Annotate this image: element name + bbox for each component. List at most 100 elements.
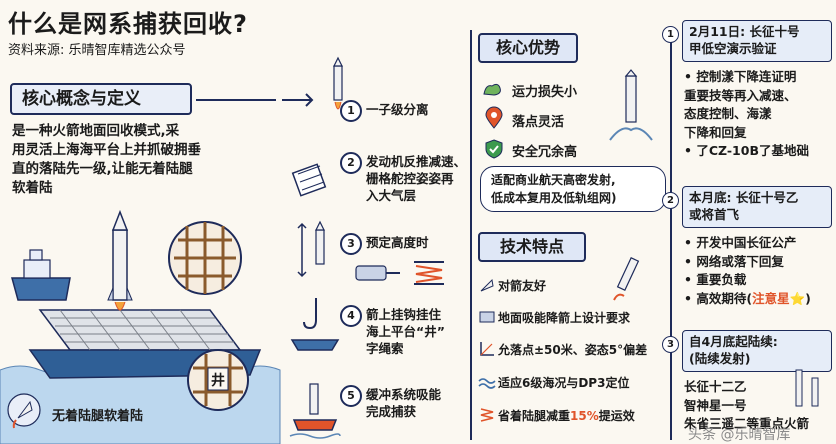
- small-rockets-icon: [795, 369, 819, 407]
- feature-text: 省着陆腿减重: [498, 409, 571, 423]
- ruler-icon: [480, 342, 494, 356]
- step-text: 发动机反推减速、 栅格舵控姿姿再 入大气层: [366, 153, 466, 204]
- item-text: 长征十二乙: [684, 379, 747, 394]
- item-text: 重要技等再入减速、: [684, 87, 797, 103]
- step-line: 入大气层: [366, 188, 417, 203]
- piston-spring-icon: [355, 261, 444, 285]
- timeline-item: 长征十二乙: [684, 378, 809, 397]
- timeline-box-line: 甲低空演示验证: [689, 41, 777, 56]
- muscle-icon: [483, 83, 501, 96]
- feature-item: 适应6级海况与DP3定位: [498, 374, 629, 391]
- timeline-item: • 重要负载: [684, 271, 811, 290]
- altitude-icon: [297, 220, 325, 278]
- timeline-number: 3: [662, 336, 679, 353]
- definition-line: 用灵活上海海平台上并抓破拥垂: [12, 142, 201, 158]
- definition-line: 是一种火箭地面回收模式,采: [12, 123, 180, 139]
- step-number: 4: [340, 305, 362, 327]
- net-char-label: 井: [211, 372, 225, 389]
- item-text: 智神星一号: [684, 397, 747, 413]
- item-text: • 开发中国长征公产: [684, 235, 797, 250]
- definition-line: 软着陆: [12, 180, 53, 196]
- advantages-heading: 核心优势: [478, 33, 578, 63]
- feature-text: 提运效: [598, 409, 635, 423]
- capture-icon: [289, 383, 341, 439]
- note-line: 低成本复用及低轨组网): [491, 191, 617, 205]
- scene-caption: 无着陆腿软着陆: [52, 409, 144, 424]
- timeline-item: • 网络或落下回复: [684, 253, 811, 272]
- step-number: 5: [340, 385, 362, 407]
- feature-text: 对箭友好: [498, 279, 547, 293]
- step-line: 发动机反推减速、: [366, 154, 467, 169]
- step-line: 缓冲系统吸能: [366, 387, 442, 402]
- item-highlight: 注意星: [752, 290, 790, 306]
- page-title: 什么是网系捕获回收?: [8, 10, 248, 38]
- shock-absorber-icon: [479, 311, 495, 323]
- step-number: 1: [340, 100, 362, 122]
- step-line: 海上平台“井”: [366, 324, 445, 339]
- timeline-box-line: 自4月底起陆续:: [689, 334, 778, 349]
- watermark: 头条 @乐晴智库: [688, 427, 791, 443]
- wave-icon: [478, 378, 496, 389]
- step-line: 栅格舵控姿姿再: [366, 171, 454, 186]
- step-text: 预定高度时: [366, 234, 429, 251]
- location-pin-icon: [485, 106, 503, 129]
- net-closeup-icon: 井: [168, 221, 249, 411]
- feature-item: 允落点±50米、姿态5°偏差: [498, 341, 647, 358]
- shield-check-icon: [485, 139, 503, 159]
- timeline-number: 1: [662, 26, 679, 43]
- timeline-box: 自4月底起陆续: (陆续发射): [682, 330, 832, 372]
- step-text: 箭上挂钩挂住 海上平台“井” 字绳索: [366, 306, 445, 357]
- feature-highlight: 15%: [570, 409, 599, 423]
- timeline-list: 长征十二乙 智神星一号 朱雀三遥二等重点火箭: [684, 378, 809, 434]
- item-text: • 高效期待(: [684, 290, 753, 306]
- rocket-icon: [107, 209, 133, 311]
- item-text: 朱雀三遥二等重点火箭: [684, 416, 810, 431]
- step-text: 一子级分离: [366, 101, 429, 118]
- timeline-box-line: 本月底: 长征十号乙: [689, 190, 799, 205]
- timeline-number: 2: [662, 192, 679, 209]
- item-text: • 控制漾下降连证明: [684, 69, 797, 84]
- feature-text: 地面吸能降箭上设计要求: [498, 311, 631, 325]
- timeline-box-line: 2月11日: 长征十号: [689, 24, 800, 39]
- timeline-item: 重要技等再入减速、: [684, 87, 809, 106]
- timeline-box-line: 或将首飞: [689, 207, 740, 222]
- item-text: • 了CZ-10B了基地础: [684, 143, 809, 158]
- step-number: 2: [340, 152, 362, 174]
- timeline-box: 本月底: 长征十号乙 或将首飞: [682, 186, 832, 228]
- landing-rocket-icon: [609, 69, 653, 141]
- feature-item: 省着陆腿减重15%提运效: [498, 407, 635, 424]
- step-text: 缓冲系统吸能 完成捕获: [366, 386, 441, 420]
- timeline-item: 智神星一号: [684, 397, 809, 416]
- step-number: 3: [340, 233, 362, 255]
- spring-icon: [480, 408, 494, 422]
- step-line: 字绳索: [366, 341, 404, 356]
- feature-text: 适应6级海况与DP3定位: [498, 376, 630, 390]
- advantage-item: 安全冗余高: [512, 145, 578, 160]
- feature-text: 允落点±50米、姿态5°偏差: [498, 343, 648, 357]
- item-text: • 重要负载: [684, 272, 747, 287]
- advantage-note: 适配商业航天高密发射, 低成本复用及低轨组网): [480, 166, 666, 212]
- definition-line: 直的落陆先一级,让能无着陆腿: [12, 161, 193, 177]
- item-text: ⭐): [789, 290, 811, 306]
- note-line: 适配商业航天高密发射,: [491, 173, 616, 187]
- step-line: 箭上挂钩挂住: [366, 307, 442, 322]
- launch-rocket-icon: [613, 257, 640, 301]
- timeline-item: • 了CZ-10B了基地础: [684, 142, 809, 161]
- timeline-item: • 开发中国长征公产: [684, 234, 811, 253]
- heading-connector: [196, 99, 276, 101]
- feature-item: 对箭友好: [498, 277, 546, 294]
- advantage-item: 运力损失小: [512, 85, 578, 100]
- source-caption: 资料来源: 乐晴智库精选公众号: [8, 43, 186, 58]
- definition-heading: 核心概念与定义: [10, 83, 192, 115]
- hook-ship-icon: [290, 298, 340, 351]
- rocket-badge-icon: [7, 393, 41, 429]
- ship-icon: [11, 249, 71, 301]
- step-line: 完成捕获: [366, 404, 417, 419]
- rocket-separation-icon: [333, 56, 343, 110]
- timeline-item: 态度控制、海漾: [684, 105, 809, 124]
- grid-fin-icon: [291, 163, 327, 197]
- timeline-line: [670, 30, 672, 440]
- step-line: 一子级分离: [366, 102, 429, 117]
- timeline-item: • 高效期待(注意星⭐): [684, 290, 811, 309]
- timeline-box-line: (陆续发射): [689, 351, 751, 366]
